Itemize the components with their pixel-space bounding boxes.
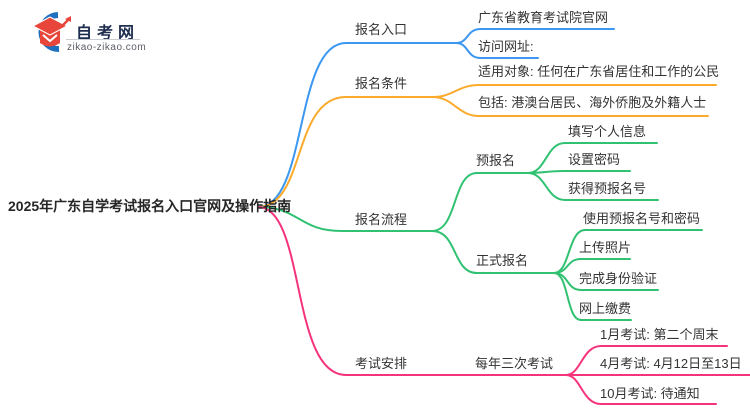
edge-entry-child1 [455,42,539,59]
logo-divider [66,39,140,40]
node-including-residents: 包括: 港澳台居民、海外侨胞及外籍人士 [478,95,707,110]
node-identity-verification: 完成身份验证 [579,271,658,286]
edge-entry-main [257,42,457,208]
edge-process-formal [431,230,555,274]
edge-schedule-jan [565,345,728,376]
node-fill-personal-info: 填写个人信息 [568,124,647,139]
node-get-pre-reg-number: 获得预报名号 [568,181,647,196]
edge-pre-child1 [527,170,631,174]
graduation-cap-icon [31,12,71,53]
node-set-password: 设置密码 [568,152,621,167]
site-domain: zikao-zikao.com [67,42,147,53]
node-registration-process: 报名流程 [355,212,408,227]
edge-pre-child2 [527,172,659,201]
node-official-website: 广东省教育考试院官网 [478,10,609,25]
node-exam-schedule: 考试安排 [355,356,408,371]
node-applicable-targets: 适用对象: 任何在广东省居住和工作的公民 [478,64,720,79]
edge-formal-child3 [553,272,632,321]
node-pre-registration: 预报名 [476,153,516,168]
node-january-exam: 1月考试: 第二个周末 [600,327,719,342]
edge-process-pre [431,172,529,232]
node-formal-registration: 正式报名 [476,253,529,268]
edge-schedule-main [257,206,567,376]
edge-schedule-oct [565,374,717,405]
node-use-number-password: 使用预报名号和密码 [583,211,701,226]
site-logo[interactable]: 自考网 zikao-zikao.com [28,8,178,60]
node-october-exam: 10月考试: 待通知 [600,386,700,401]
root-node: 2025年广东自学考试报名入口官网及操作指南 [8,198,292,214]
node-online-payment: 网上缴费 [579,301,632,316]
node-registration-entry: 报名入口 [355,22,408,37]
node-visit-url: 访问网址: [478,39,534,54]
node-april-exam: 4月考试: 4月12日至13日 [600,356,742,371]
node-upload-photo: 上传照片 [579,240,632,255]
edge-conditions-main [257,96,434,208]
edge-process-main [257,206,433,232]
site-name: 自考网 [76,25,140,42]
node-registration-conditions: 报名条件 [355,76,408,91]
edge-conditions-child1 [432,96,709,117]
node-three-exams-per-year: 每年三次考试 [475,356,554,371]
